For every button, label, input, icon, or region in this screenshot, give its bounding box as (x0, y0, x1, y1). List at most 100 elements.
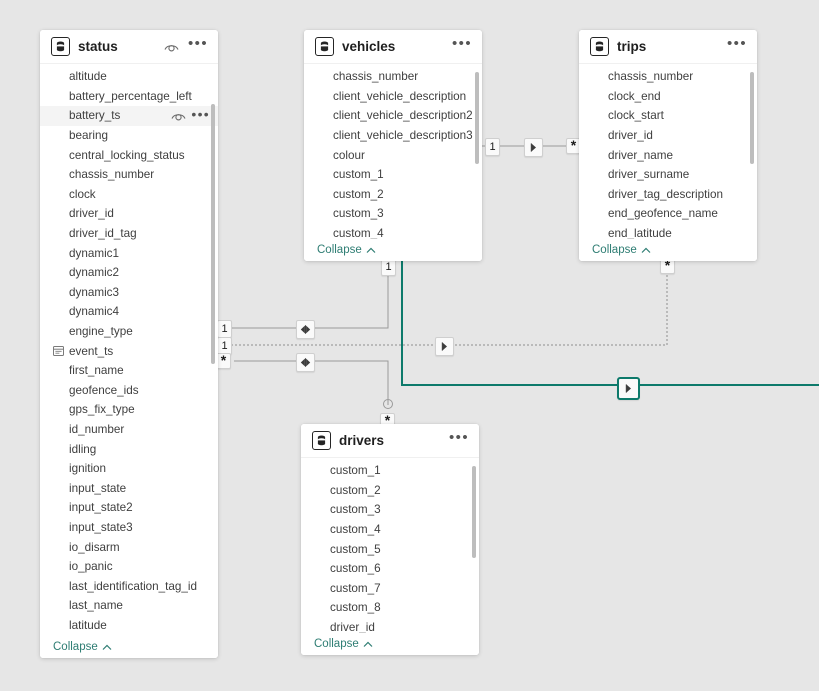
field-row[interactable]: driver_id_tag (40, 224, 218, 244)
field-row[interactable]: input_state3 (40, 518, 218, 538)
entity-header[interactable]: status ••• (40, 30, 218, 63)
field-row[interactable]: dynamic2 (40, 263, 218, 283)
field-row[interactable]: colour (304, 145, 482, 165)
field-row[interactable]: driver_id (40, 204, 218, 224)
field-row[interactable]: first_name (40, 361, 218, 381)
collapse-button[interactable]: Collapse (40, 636, 218, 658)
field-row[interactable]: custom_5 (301, 539, 479, 559)
field-row[interactable]: custom_2 (304, 185, 482, 205)
relationship-marker-status-drv-many[interactable]: * (216, 353, 231, 369)
field-row[interactable]: custom_3 (301, 500, 479, 520)
field-row[interactable]: chassis_number (40, 165, 218, 185)
vertical-scrollbar[interactable] (472, 466, 476, 558)
field-row[interactable]: custom_8 (301, 598, 479, 618)
field-row[interactable]: custom_1 (301, 461, 479, 481)
field-row[interactable]: central_locking_status (40, 145, 218, 165)
field-row[interactable]: custom_4 (304, 224, 482, 239)
vertical-scrollbar[interactable] (211, 104, 215, 364)
field-row[interactable]: client_vehicle_description (304, 87, 482, 107)
field-row[interactable]: end_latitude (579, 224, 757, 239)
table-icon (312, 431, 331, 450)
more-icon[interactable]: ••• (452, 35, 472, 52)
field-row[interactable]: custom_4 (301, 520, 479, 540)
field-row[interactable]: last_identification_tag_id (40, 576, 218, 596)
entity-card-status[interactable]: status ••• altitude battery_percentage_left… (40, 30, 218, 658)
field-label: battery_percentage_left (69, 89, 192, 103)
field-label: dynamic3 (69, 285, 120, 299)
field-row[interactable]: end_geofence_name (579, 204, 757, 224)
relationship-marker-veh-trips-arrow[interactable] (524, 138, 543, 157)
field-row[interactable]: custom_1 (304, 165, 482, 185)
vertical-scrollbar[interactable] (475, 72, 479, 164)
relationship-marker-veh-bottom-one[interactable]: 1 (381, 258, 396, 276)
field-row[interactable]: chassis_number (304, 67, 482, 87)
field-label: custom_3 (330, 503, 381, 517)
field-row[interactable]: custom_7 (301, 579, 479, 599)
relationship-marker-status-veh-double[interactable] (296, 320, 315, 339)
field-row[interactable]: input_state2 (40, 498, 218, 518)
field-label: io_panic (69, 560, 113, 574)
entity-header[interactable]: vehicles••• (304, 30, 482, 63)
relationship-marker-veh-trips-one[interactable]: 1 (485, 138, 500, 156)
more-icon[interactable]: ••• (727, 35, 747, 52)
field-row[interactable]: id_number (40, 420, 218, 440)
field-row[interactable]: chassis_number (579, 67, 757, 87)
field-row[interactable]: dynamic1 (40, 243, 218, 263)
field-row[interactable]: latitude (40, 616, 218, 636)
field-row[interactable]: dynamic3 (40, 283, 218, 303)
entity-header[interactable]: drivers••• (301, 424, 479, 457)
field-row[interactable]: engine_type (40, 322, 218, 342)
field-row[interactable]: battery_percentage_left (40, 87, 218, 107)
collapse-button[interactable]: Collapse (301, 633, 479, 655)
entity-header[interactable]: trips ••• (579, 30, 757, 63)
collapse-button[interactable]: Collapse (304, 239, 482, 261)
field-row[interactable]: ignition (40, 459, 218, 479)
field-row[interactable]: gps_fix_type (40, 400, 218, 420)
entity-title: status (78, 39, 118, 54)
more-icon[interactable]: ••• (191, 105, 210, 122)
field-row[interactable]: clock (40, 185, 218, 205)
field-row[interactable]: custom_6 (301, 559, 479, 579)
collapse-button[interactable]: Collapse (579, 239, 757, 261)
field-row[interactable]: driver_surname (579, 165, 757, 185)
field-label: custom_6 (330, 562, 381, 576)
more-icon[interactable]: ••• (188, 35, 208, 52)
field-row[interactable]: driver_tag_description (579, 185, 757, 205)
field-row[interactable]: clock_end (579, 87, 757, 107)
eye-icon[interactable] (170, 108, 187, 124)
field-row[interactable]: altitude (40, 67, 218, 87)
field-row[interactable]: io_disarm (40, 537, 218, 557)
entity-title: trips (617, 39, 647, 54)
field-row[interactable]: input_state (40, 478, 218, 498)
field-row[interactable]: bearing (40, 126, 218, 146)
field-row[interactable]: driver_id (579, 126, 757, 146)
relationship-marker-status-drv-double[interactable] (296, 353, 315, 372)
relationship-marker-status-mid-arrow[interactable] (435, 337, 454, 356)
field-row[interactable]: custom_2 (301, 481, 479, 501)
field-row[interactable]: event_ts (40, 341, 218, 361)
field-row[interactable]: battery_ts••• (40, 106, 218, 126)
field-row[interactable]: custom_3 (304, 204, 482, 224)
field-row[interactable]: client_vehicle_description3 (304, 126, 482, 146)
field-row[interactable]: client_vehicle_description2 (304, 106, 482, 126)
field-row[interactable]: driver_name (579, 145, 757, 165)
field-row[interactable]: driver_id (301, 618, 479, 633)
field-row[interactable]: idling (40, 439, 218, 459)
field-row[interactable]: dynamic4 (40, 302, 218, 322)
field-row[interactable]: last_name (40, 596, 218, 616)
relationship-marker-selected-arrow[interactable] (617, 377, 640, 400)
eye-icon[interactable] (162, 38, 180, 56)
collapse-label: Collapse (53, 641, 98, 653)
field-row[interactable]: io_panic (40, 557, 218, 577)
field-row[interactable]: clock_start (579, 106, 757, 126)
relationship-marker-status-veh-one[interactable]: 1 (217, 320, 232, 338)
field-row[interactable]: geofence_ids (40, 381, 218, 401)
more-icon[interactable]: ••• (449, 429, 469, 446)
field-label: driver_id (330, 621, 375, 633)
vertical-scrollbar[interactable] (750, 72, 754, 164)
